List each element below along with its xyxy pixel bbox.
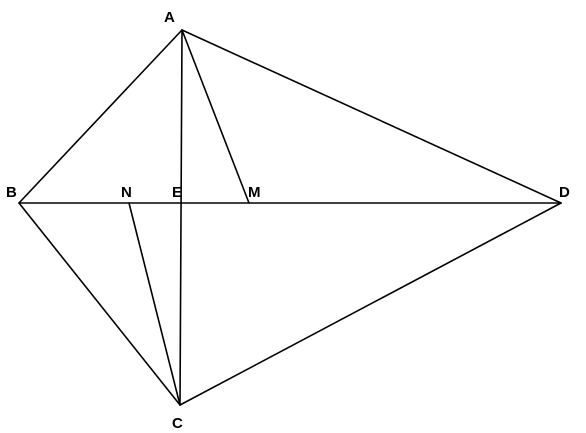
label-b: B bbox=[6, 184, 17, 201]
segment-ad bbox=[181, 29, 562, 204]
segment-ac bbox=[179, 29, 183, 406]
segment-bc bbox=[18, 202, 181, 406]
label-d: D bbox=[559, 184, 570, 201]
segment-ab bbox=[18, 29, 183, 204]
labels-group: A B C D E M N bbox=[6, 9, 570, 432]
label-e: E bbox=[172, 184, 182, 201]
segment-am bbox=[181, 29, 250, 204]
segment-cn bbox=[128, 202, 181, 406]
segment-cd bbox=[179, 202, 562, 406]
label-n: N bbox=[121, 184, 132, 201]
segments-group bbox=[18, 29, 562, 406]
label-m: M bbox=[248, 184, 261, 201]
label-c: C bbox=[172, 415, 183, 432]
label-a: A bbox=[164, 9, 175, 26]
